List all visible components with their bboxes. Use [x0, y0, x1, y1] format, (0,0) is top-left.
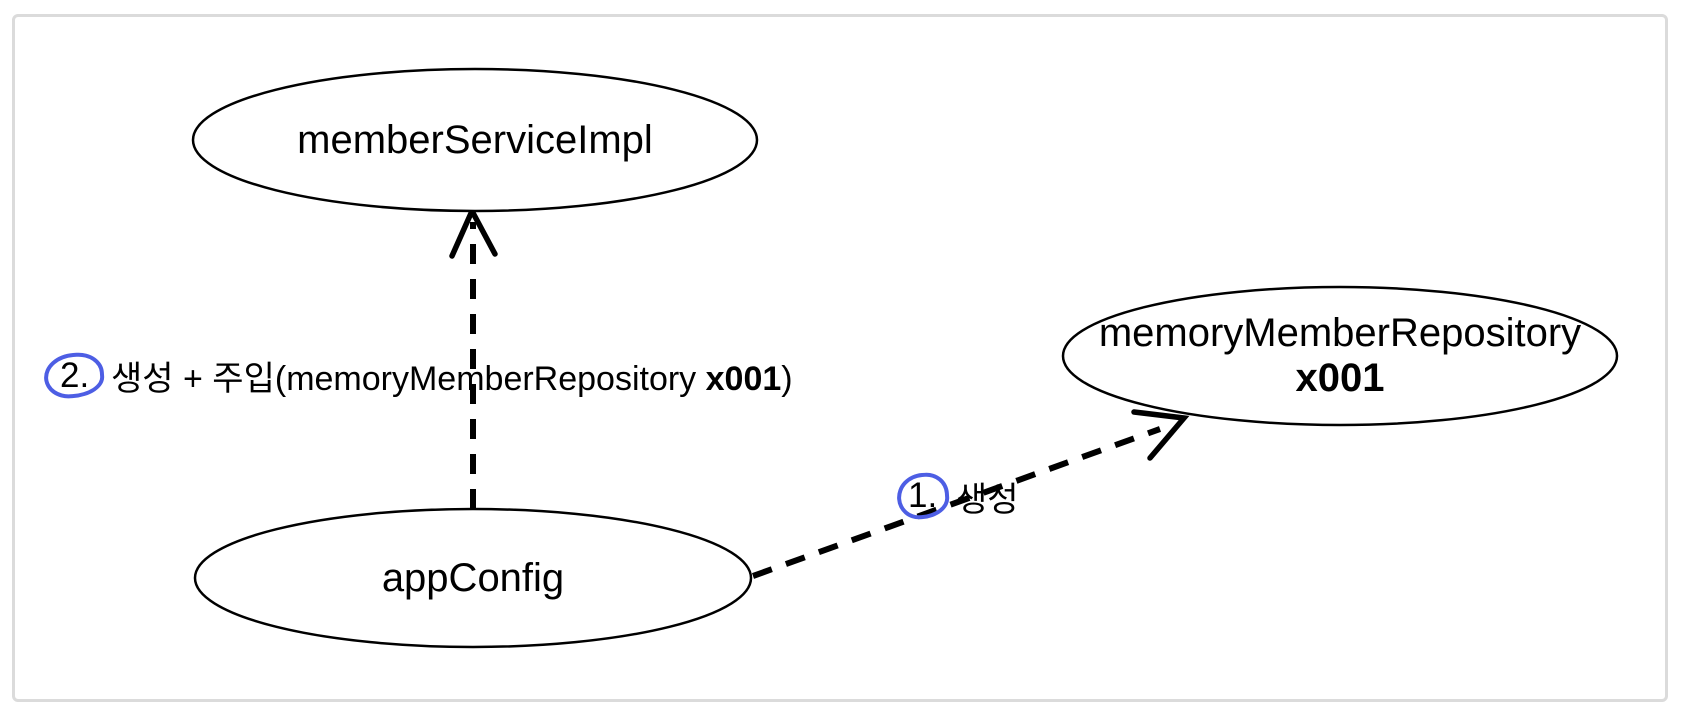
step2-number-circle: 2. [42, 350, 106, 400]
step2-text: 생성 + 주입(memoryMemberRepository x001) [111, 351, 793, 400]
creation-arrow-line [751, 426, 1162, 579]
app-config-node [193, 507, 753, 649]
step2-annotation: 2. 생성 + 주입(memoryMemberRepository x001) [42, 350, 793, 400]
memory-member-repository-node [1061, 285, 1619, 427]
step1-number-circle: 1. [895, 471, 951, 521]
step1-annotation: 1. 생성 [895, 471, 1019, 521]
step2-text-post: ) [781, 359, 793, 398]
step1-text: 생성 [956, 480, 1019, 519]
step2-text-pre: 생성 + 주입(memoryMemberRepository [111, 359, 706, 398]
step2-text-bold: x001 [705, 359, 782, 398]
step1-number: 1. [908, 476, 938, 516]
step2-number: 2. [60, 354, 90, 394]
member-service-impl-node [191, 67, 759, 213]
arrowhead-right-icon [1131, 409, 1190, 461]
